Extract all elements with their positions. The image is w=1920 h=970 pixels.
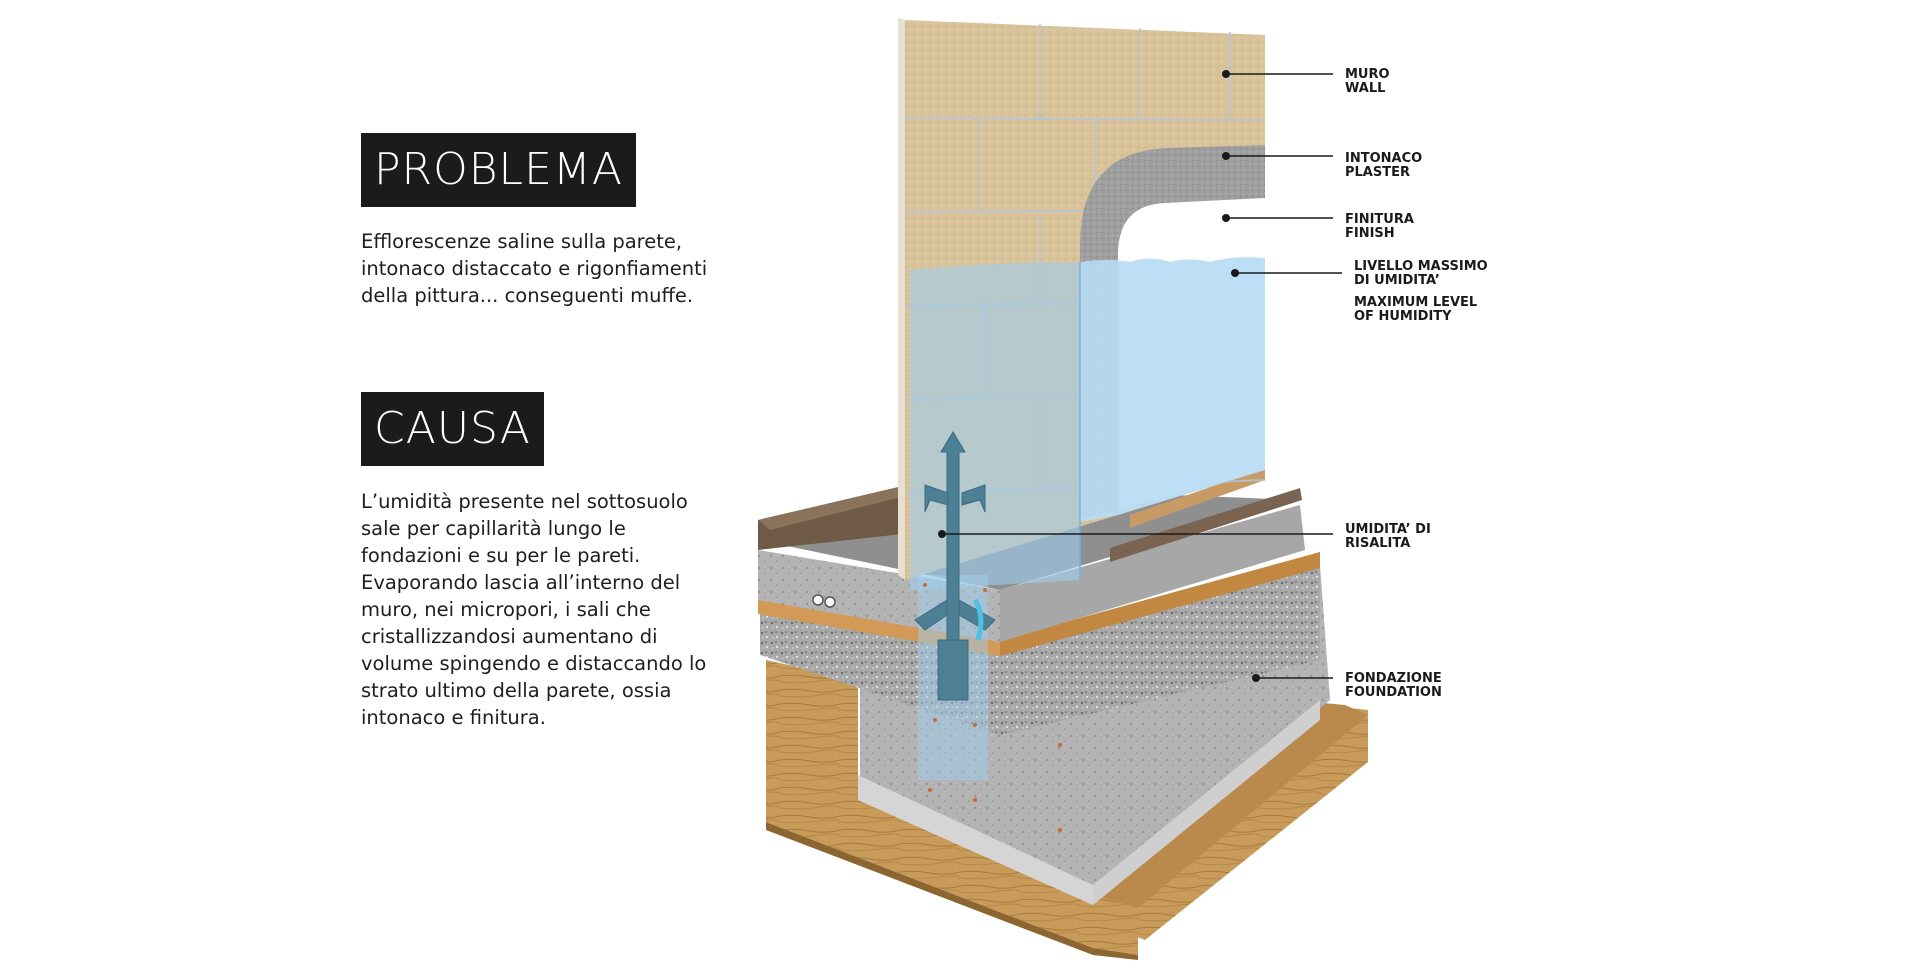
slab-right xyxy=(1000,505,1305,642)
problem-line: intonaco distaccato e rigonfiamenti xyxy=(361,257,708,280)
leader-lines xyxy=(942,73,1342,679)
cause-line: sale per capillarità lungo le xyxy=(361,517,626,540)
cause-line: muro, nei micropori, i sali che xyxy=(361,598,651,621)
cause-line: intonaco e finitura. xyxy=(361,706,546,729)
floor-right xyxy=(1110,488,1302,562)
lean-concrete-strip-right xyxy=(1093,700,1320,905)
insulation-strip-right xyxy=(1000,552,1320,656)
floor-top-left xyxy=(758,482,930,530)
gravel-layer-right xyxy=(1000,565,1320,735)
leader-dots xyxy=(938,70,1260,682)
rebar-marks xyxy=(923,583,1062,832)
problem-line: della pittura... conseguenti muffe. xyxy=(361,284,694,307)
problem-heading: PROBLEMA xyxy=(361,133,636,207)
humidity-overlay-finish xyxy=(1080,257,1265,522)
wall-left-edge xyxy=(898,18,905,580)
humidity-overlay-wall xyxy=(910,262,1080,590)
cause-line: fondazioni e su per le pareti. xyxy=(361,544,641,567)
formwork-front-face xyxy=(766,660,1138,955)
problem-line: Efflorescenze saline sulla parete, xyxy=(361,230,683,253)
drain-holes xyxy=(812,594,836,608)
cause-line: Evaporando lascia all’interno del xyxy=(361,571,681,594)
lean-concrete-strip xyxy=(858,775,1093,905)
cause-line: cristallizzandosi aumentano di xyxy=(361,625,658,648)
cause-line: volume spingendo e distaccando lo xyxy=(361,652,707,675)
cause-heading: CAUSA xyxy=(361,392,544,466)
rising-damp-arrow xyxy=(914,431,996,701)
problem-description: Efflorescenze saline sulla parete, inton… xyxy=(361,228,707,309)
cause-line: strato ultimo della parete, ossia xyxy=(361,679,672,702)
rising-damp-arrow-highlight xyxy=(972,598,984,641)
cause-description: L’umidità presente nel sottosuolo sale p… xyxy=(361,488,706,731)
cause-line: L’umidità presente nel sottosuolo xyxy=(361,490,688,513)
skirting-board xyxy=(1130,468,1265,528)
